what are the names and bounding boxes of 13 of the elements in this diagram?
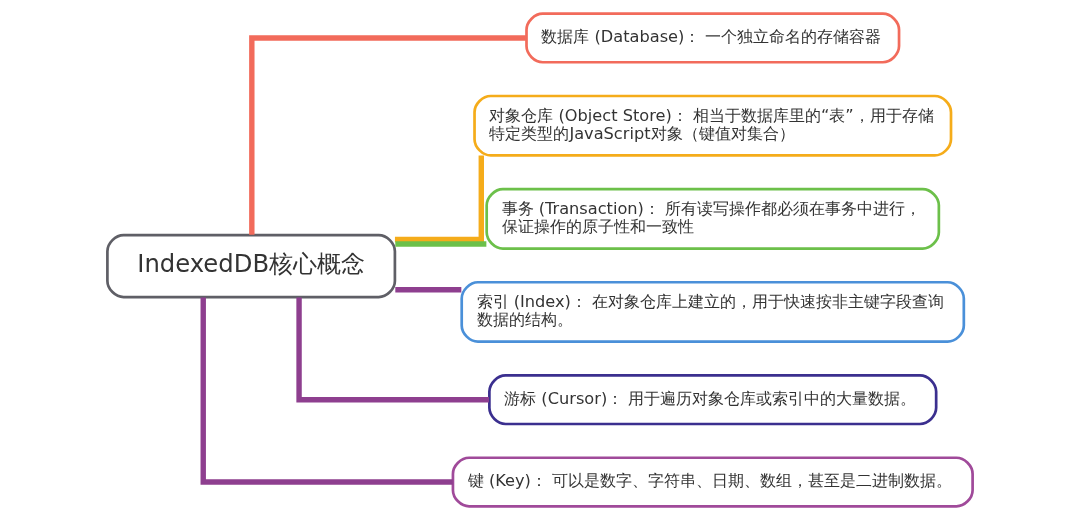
connector bbox=[249, 35, 526, 235]
connector bbox=[395, 287, 462, 293]
node-box: 事务 (Transaction)： 所有读写操作都必须在事务中进行，保证操作的原子性和一致性 bbox=[485, 187, 941, 250]
node-box: 数据库 (Database)： 一个独立命名的存储容器 bbox=[525, 12, 901, 64]
node-box: 键 (Key)： 可以是数字、字符串、日期、数组，甚至是二进制数据。 bbox=[451, 456, 974, 508]
node-box: IndexedDB核心概念 bbox=[106, 233, 397, 299]
connector bbox=[394, 155, 484, 243]
node-box: 对象仓库 (Object Store)： 相当于数据库里的“表”，用于存储特定类型的JavaScript对象（键值对集合） bbox=[473, 94, 953, 157]
connector bbox=[395, 241, 487, 247]
node-box: 游标 (Cursor)： 用于遍历对象仓库或索引中的大量数据。 bbox=[488, 374, 938, 426]
connector bbox=[200, 297, 453, 485]
connector bbox=[296, 297, 489, 403]
node-box: 索引 (Index)： 在对象仓库上建立的，用于快速按非主键字段查询数据的结构。 bbox=[460, 280, 966, 343]
